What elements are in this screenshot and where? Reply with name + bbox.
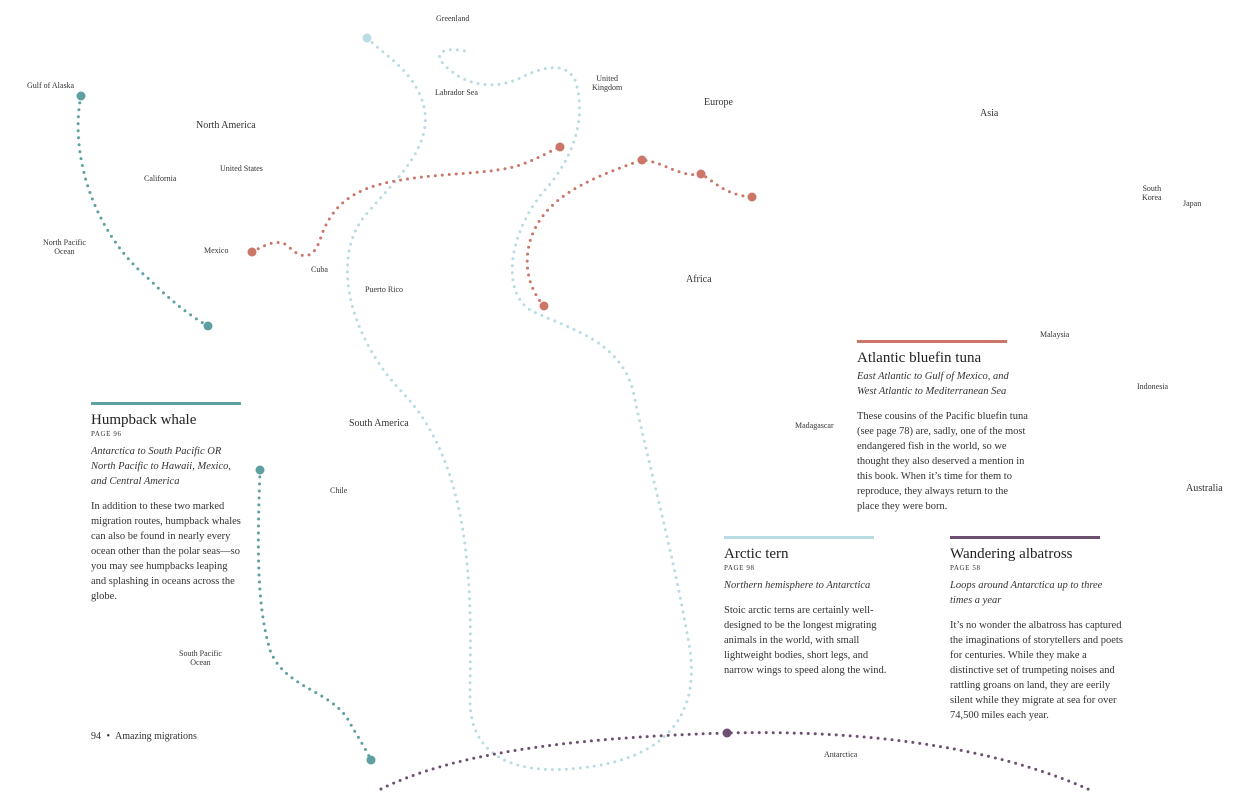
label-chile: Chile bbox=[330, 486, 348, 495]
label-united-states: United States bbox=[220, 164, 263, 173]
page-footer: 94 • Amazing migrations bbox=[91, 731, 197, 742]
tuna-description: These cousins of the Pacific bluefin tun… bbox=[857, 411, 1028, 512]
tuna-route-line1: East Atlantic to Gulf of Mexico, and bbox=[857, 371, 1009, 382]
whale-title: Humpback whale bbox=[91, 412, 197, 428]
label-puerto-rico: Puerto Rico bbox=[365, 285, 403, 294]
card-wandering-albatross: Wandering albatross PAGE 58 Loops around… bbox=[950, 536, 1130, 723]
label-north-pacific-ocean: North Pacific Ocean bbox=[43, 238, 86, 256]
label-north-pacific-line1: North Pacific bbox=[43, 238, 86, 247]
label-north-pacific-line2: Ocean bbox=[54, 247, 75, 256]
tern-description: Stoic arctic terns are certainly well-de… bbox=[724, 605, 887, 676]
label-north-america: North America bbox=[196, 120, 256, 131]
label-japan: Japan bbox=[1183, 199, 1202, 208]
whale-marker-pacific bbox=[203, 321, 213, 331]
label-africa: Africa bbox=[686, 274, 712, 285]
label-asia: Asia bbox=[980, 108, 999, 119]
whale-route-north bbox=[76, 94, 210, 328]
tern-page-ref: PAGE 98 bbox=[724, 564, 755, 572]
tuna-rule bbox=[857, 340, 1007, 343]
footer-separator: • bbox=[106, 731, 111, 742]
tuna-marker-med-1 bbox=[696, 169, 706, 179]
albatross-page-ref: PAGE 58 bbox=[950, 564, 981, 572]
label-australia: Australia bbox=[1186, 483, 1223, 494]
card-humpback-whale: Humpback whale PAGE 96 Antarctica to Sou… bbox=[91, 402, 241, 604]
section-title: Amazing migrations bbox=[114, 731, 197, 742]
label-cuba: Cuba bbox=[311, 265, 328, 274]
label-europe: Europe bbox=[704, 97, 733, 108]
page-number: 94 bbox=[91, 731, 101, 742]
label-malaysia: Malaysia bbox=[1040, 330, 1070, 339]
card-arctic-tern: Arctic tern PAGE 98 Northern hemisphere … bbox=[724, 536, 892, 678]
label-united-kingdom-line2: Kingdom bbox=[592, 83, 623, 92]
label-indonesia: Indonesia bbox=[1137, 382, 1169, 391]
albatross-route bbox=[379, 731, 1092, 792]
tern-route bbox=[345, 36, 693, 772]
label-california: California bbox=[144, 174, 177, 183]
tern-title: Arctic tern bbox=[724, 546, 789, 562]
label-labrador-sea: Labrador Sea bbox=[435, 88, 478, 97]
label-gulf-of-alaska: Gulf of Alaska bbox=[27, 81, 75, 90]
tern-rule bbox=[724, 536, 874, 539]
label-south-pacific-line2: Ocean bbox=[190, 658, 211, 667]
tuna-route-line2: West Atlantic to Mediterranean Sea bbox=[857, 386, 1007, 397]
label-greenland: Greenland bbox=[436, 14, 470, 23]
whale-rule bbox=[91, 402, 241, 405]
tuna-route-west bbox=[250, 145, 562, 258]
albatross-marker bbox=[722, 728, 732, 738]
whale-route-text: Antarctica to South Pacific OR North Pac… bbox=[91, 446, 231, 487]
albatross-title: Wandering albatross bbox=[950, 546, 1073, 562]
label-mexico: Mexico bbox=[204, 246, 229, 255]
tern-marker bbox=[362, 33, 372, 43]
whale-marker-south bbox=[255, 465, 265, 475]
label-south-pacific-ocean: South Pacific Ocean bbox=[179, 649, 222, 667]
whale-page-ref: PAGE 96 bbox=[91, 430, 122, 438]
tuna-route-text: East Atlantic to Gulf of Mexico, and Wes… bbox=[857, 369, 1032, 399]
whale-marker-alaska bbox=[76, 91, 86, 101]
tuna-marker-med-2 bbox=[747, 192, 757, 202]
whale-route-south bbox=[256, 468, 373, 762]
tuna-marker-atlantic bbox=[555, 142, 565, 152]
tuna-title: Atlantic bluefin tuna bbox=[857, 350, 982, 366]
label-south-pacific-line1: South Pacific bbox=[179, 649, 222, 658]
tuna-route-east bbox=[525, 158, 754, 308]
albatross-rule bbox=[950, 536, 1100, 539]
tuna-marker-europe bbox=[637, 155, 647, 165]
label-south-korea: South Korea bbox=[1142, 184, 1162, 202]
label-united-kingdom-line1: United bbox=[596, 74, 618, 83]
tern-route-text: Northern hemisphere to Antarctica bbox=[724, 580, 871, 591]
albatross-route-text: Loops around Antarctica up to three time… bbox=[950, 580, 1103, 606]
label-madagascar: Madagascar bbox=[795, 421, 834, 430]
label-south-america: South America bbox=[349, 418, 409, 429]
tuna-marker-mexico bbox=[247, 247, 257, 257]
albatross-description: It’s no wonder the albatross has capture… bbox=[950, 620, 1123, 721]
tuna-marker-africa bbox=[539, 301, 549, 311]
label-south-korea-line1: South bbox=[1142, 184, 1162, 193]
whale-description: In addition to these two marked migratio… bbox=[91, 501, 241, 602]
card-atlantic-bluefin-tuna: Atlantic bluefin tuna East Atlantic to G… bbox=[857, 340, 1032, 514]
label-united-kingdom: United Kingdom bbox=[592, 74, 622, 92]
label-antarctica: Antarctica bbox=[824, 750, 858, 759]
whale-marker-antarctica bbox=[366, 755, 376, 765]
label-south-korea-line2: Korea bbox=[1142, 193, 1162, 202]
